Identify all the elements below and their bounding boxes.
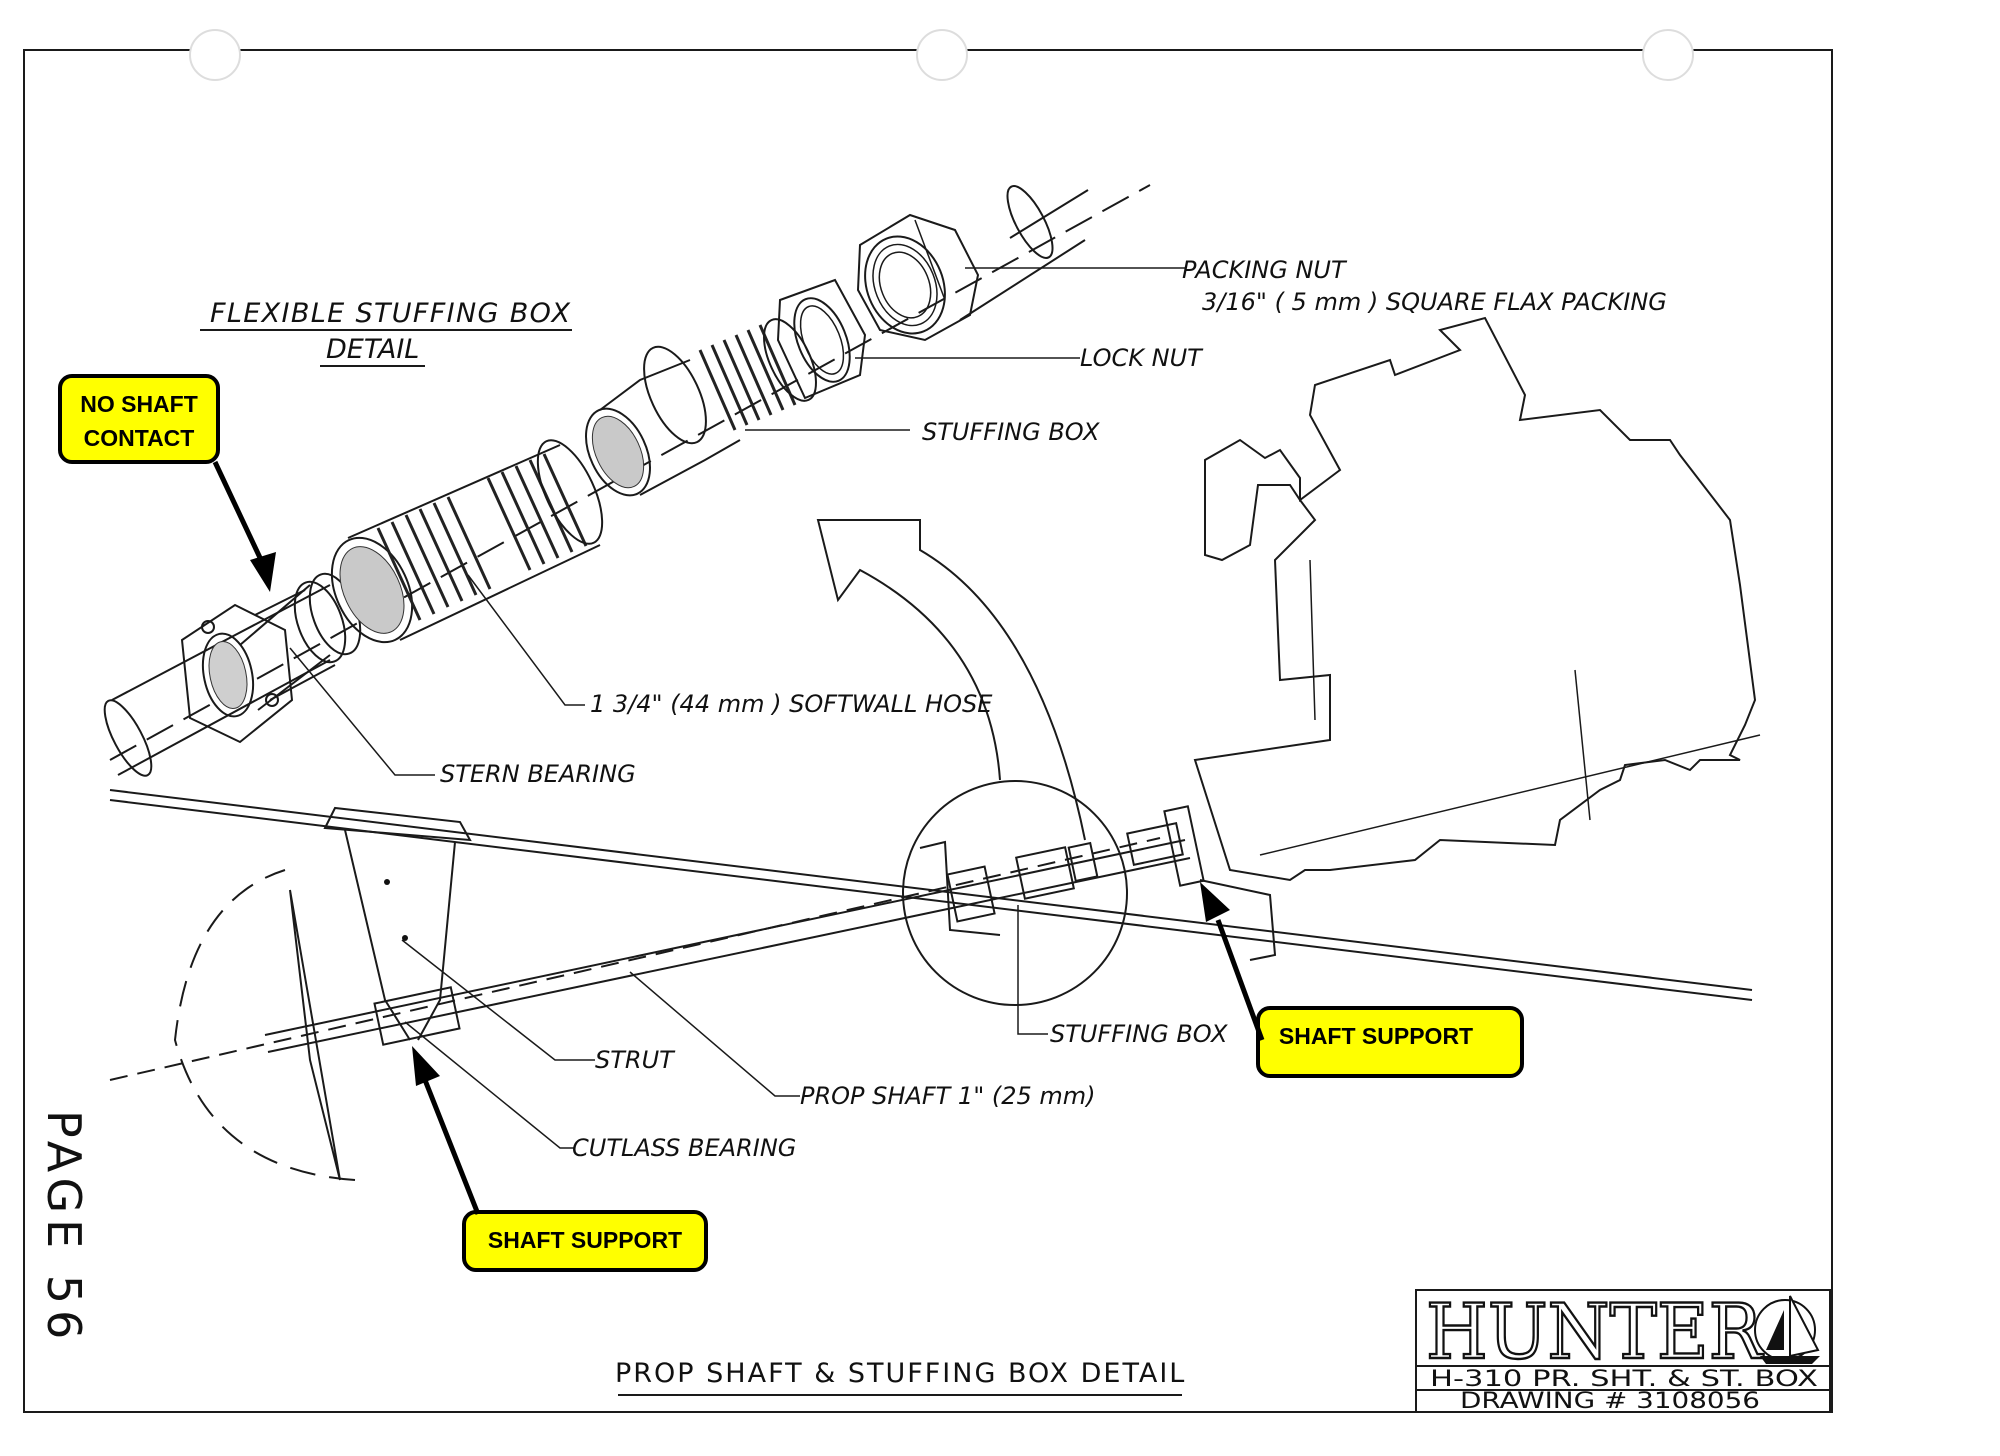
stuffing-box-body xyxy=(585,318,817,497)
lock-nut xyxy=(776,278,867,400)
label-strut: STRUT xyxy=(595,1046,676,1074)
label-stuffing-box-top: STUFFING BOX xyxy=(922,418,1100,446)
callout-no-shaft-contact: NO SHAFT CONTACT xyxy=(58,374,276,592)
label-stuffing-box-bottom: STUFFING BOX xyxy=(1050,1020,1228,1048)
label-flax-packing: 3/16" ( 5 mm ) SQUARE FLAX PACKING xyxy=(1202,288,1667,316)
sailboat-icon xyxy=(1754,1295,1820,1364)
diagram-labels: FLEXIBLE STUFFING BOX DETAIL PACKING NUT… xyxy=(37,256,1667,1396)
label-softwall-hose: 1 3/4" (44 mm ) SOFTWALL HOSE xyxy=(590,690,993,718)
callout-shaft-support-right: SHAFT SUPPORT xyxy=(1200,882,1524,1078)
label-stern-bearing: STERN BEARING xyxy=(440,760,636,788)
softwall-hose xyxy=(330,439,604,644)
bottom-title: PROP SHAFT & STUFFING BOX DETAIL xyxy=(615,1358,1186,1389)
label-prop-shaft: PROP SHAFT 1" (25 mm) xyxy=(800,1082,1096,1110)
title-block-line1: H-310 PR. SHT. & ST. BOX xyxy=(1430,1367,1818,1392)
label-lock-nut: LOCK NUT xyxy=(1080,344,1204,372)
page-label: PAGE 56 xyxy=(37,1110,91,1345)
callout-shaft-support-bottom: SHAFT SUPPORT xyxy=(412,1046,708,1272)
stern-bearing-flange xyxy=(180,572,362,744)
title-block: HUNTER H-310 PR. SHT. & ST. BOX DRAWING … xyxy=(1415,1286,1831,1414)
callout-shaft-support-right-text: SHAFT SUPPORT xyxy=(1279,1023,1473,1049)
detail-subtitle: DETAIL xyxy=(326,334,419,365)
label-cutlass-bearing: CUTLASS BEARING xyxy=(572,1134,796,1162)
binder-holes xyxy=(189,29,1694,81)
packing-nut xyxy=(856,213,980,342)
detail-title: FLEXIBLE STUFFING BOX xyxy=(210,298,571,329)
label-packing-nut: PACKING NUT xyxy=(1182,256,1348,284)
hull-assembly xyxy=(109,316,1761,1181)
title-block-line2: DRAWING # 3108056 xyxy=(1460,1389,1760,1414)
callout-no-shaft-line2: CONTACT xyxy=(84,425,195,451)
callout-no-shaft-line1: NO SHAFT xyxy=(80,391,198,417)
callout-shaft-support-bottom-text: SHAFT SUPPORT xyxy=(488,1227,682,1253)
exploded-stuffing-box-detail xyxy=(103,184,1185,777)
hunter-logo: HUNTER xyxy=(1426,1287,1765,1376)
